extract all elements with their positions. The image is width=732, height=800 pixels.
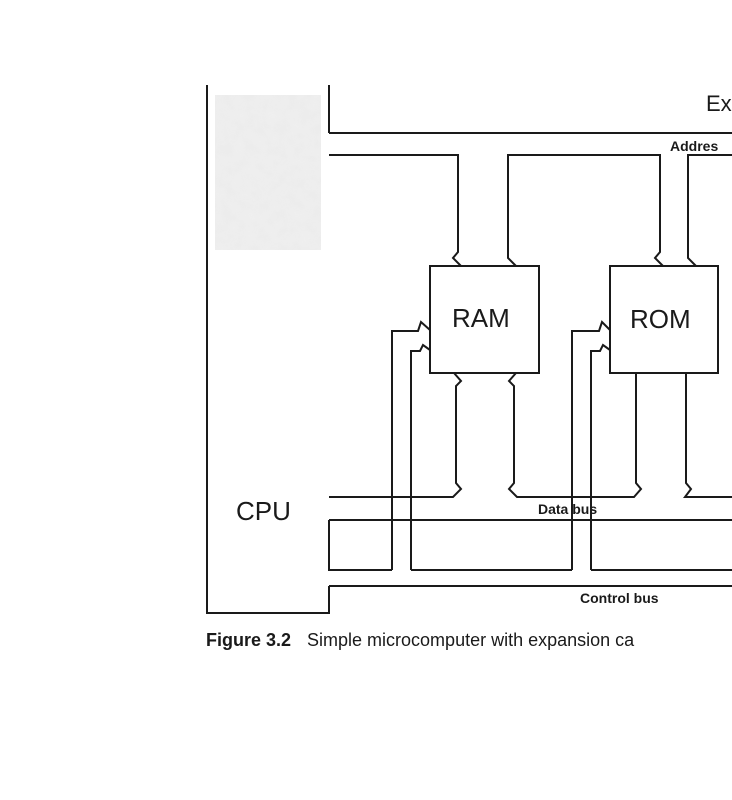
address-bus-label: Addres bbox=[670, 138, 718, 154]
ram-label: RAM bbox=[452, 303, 510, 333]
figure-caption-text: Simple microcomputer with expansion ca bbox=[307, 630, 635, 650]
data-bus: Data bus bbox=[329, 372, 732, 521]
ram-control-lines bbox=[391, 320, 431, 570]
figure-number: Figure 3.2 bbox=[206, 630, 292, 650]
cpu-block: CPU bbox=[206, 85, 330, 614]
figure-caption: Figure 3.2 Simple microcomputer with expa… bbox=[206, 630, 634, 651]
address-bus: Addres bbox=[329, 132, 732, 267]
control-bus-label: Control bus bbox=[580, 590, 659, 606]
rom-block: ROM bbox=[609, 265, 719, 374]
expansion-label: Ex bbox=[706, 91, 732, 116]
cpu-label: CPU bbox=[236, 496, 291, 526]
ram-block: RAM bbox=[429, 265, 540, 374]
control-bus: Control bus bbox=[328, 520, 732, 606]
rom-control-lines bbox=[571, 320, 611, 570]
data-bus-label: Data bus bbox=[538, 501, 597, 517]
rom-label: ROM bbox=[630, 304, 691, 334]
